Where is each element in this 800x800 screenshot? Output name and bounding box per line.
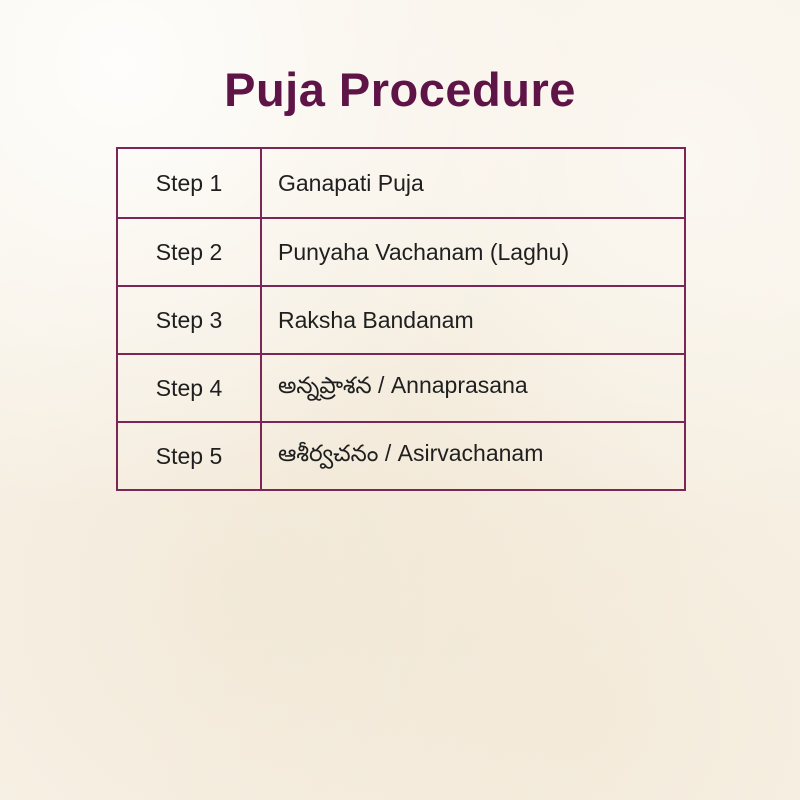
- description-cell: Raksha Bandanam: [278, 306, 474, 333]
- step-cell: Step 3: [118, 287, 262, 353]
- table-row: Step 4 అన్నప్రాశన / Annaprasana: [118, 353, 684, 421]
- step-cell: Step 2: [118, 219, 262, 285]
- description-cell: Ganapati Puja: [278, 169, 424, 196]
- description-cell: అన్నప్రాశన / Annaprasana: [278, 371, 528, 398]
- table-row: Step 5 ఆశీర్వచనం / Asirvachanam: [118, 421, 684, 489]
- steps-table: Step 1 Ganapati Puja Step 2 Punyaha Vach…: [116, 147, 686, 491]
- page-title: Puja Procedure: [224, 63, 576, 116]
- description-cell: ఆశీర్వచనం / Asirvachanam: [278, 439, 544, 466]
- step-cell: Step 4: [118, 355, 262, 421]
- table-row: Step 3 Raksha Bandanam: [118, 285, 684, 353]
- step-cell: Step 5: [118, 423, 262, 489]
- step-cell: Step 1: [118, 149, 262, 217]
- table-row: Step 2 Punyaha Vachanam (Laghu): [118, 217, 684, 285]
- description-cell: Punyaha Vachanam (Laghu): [278, 238, 570, 265]
- table-row: Step 1 Ganapati Puja: [118, 149, 684, 217]
